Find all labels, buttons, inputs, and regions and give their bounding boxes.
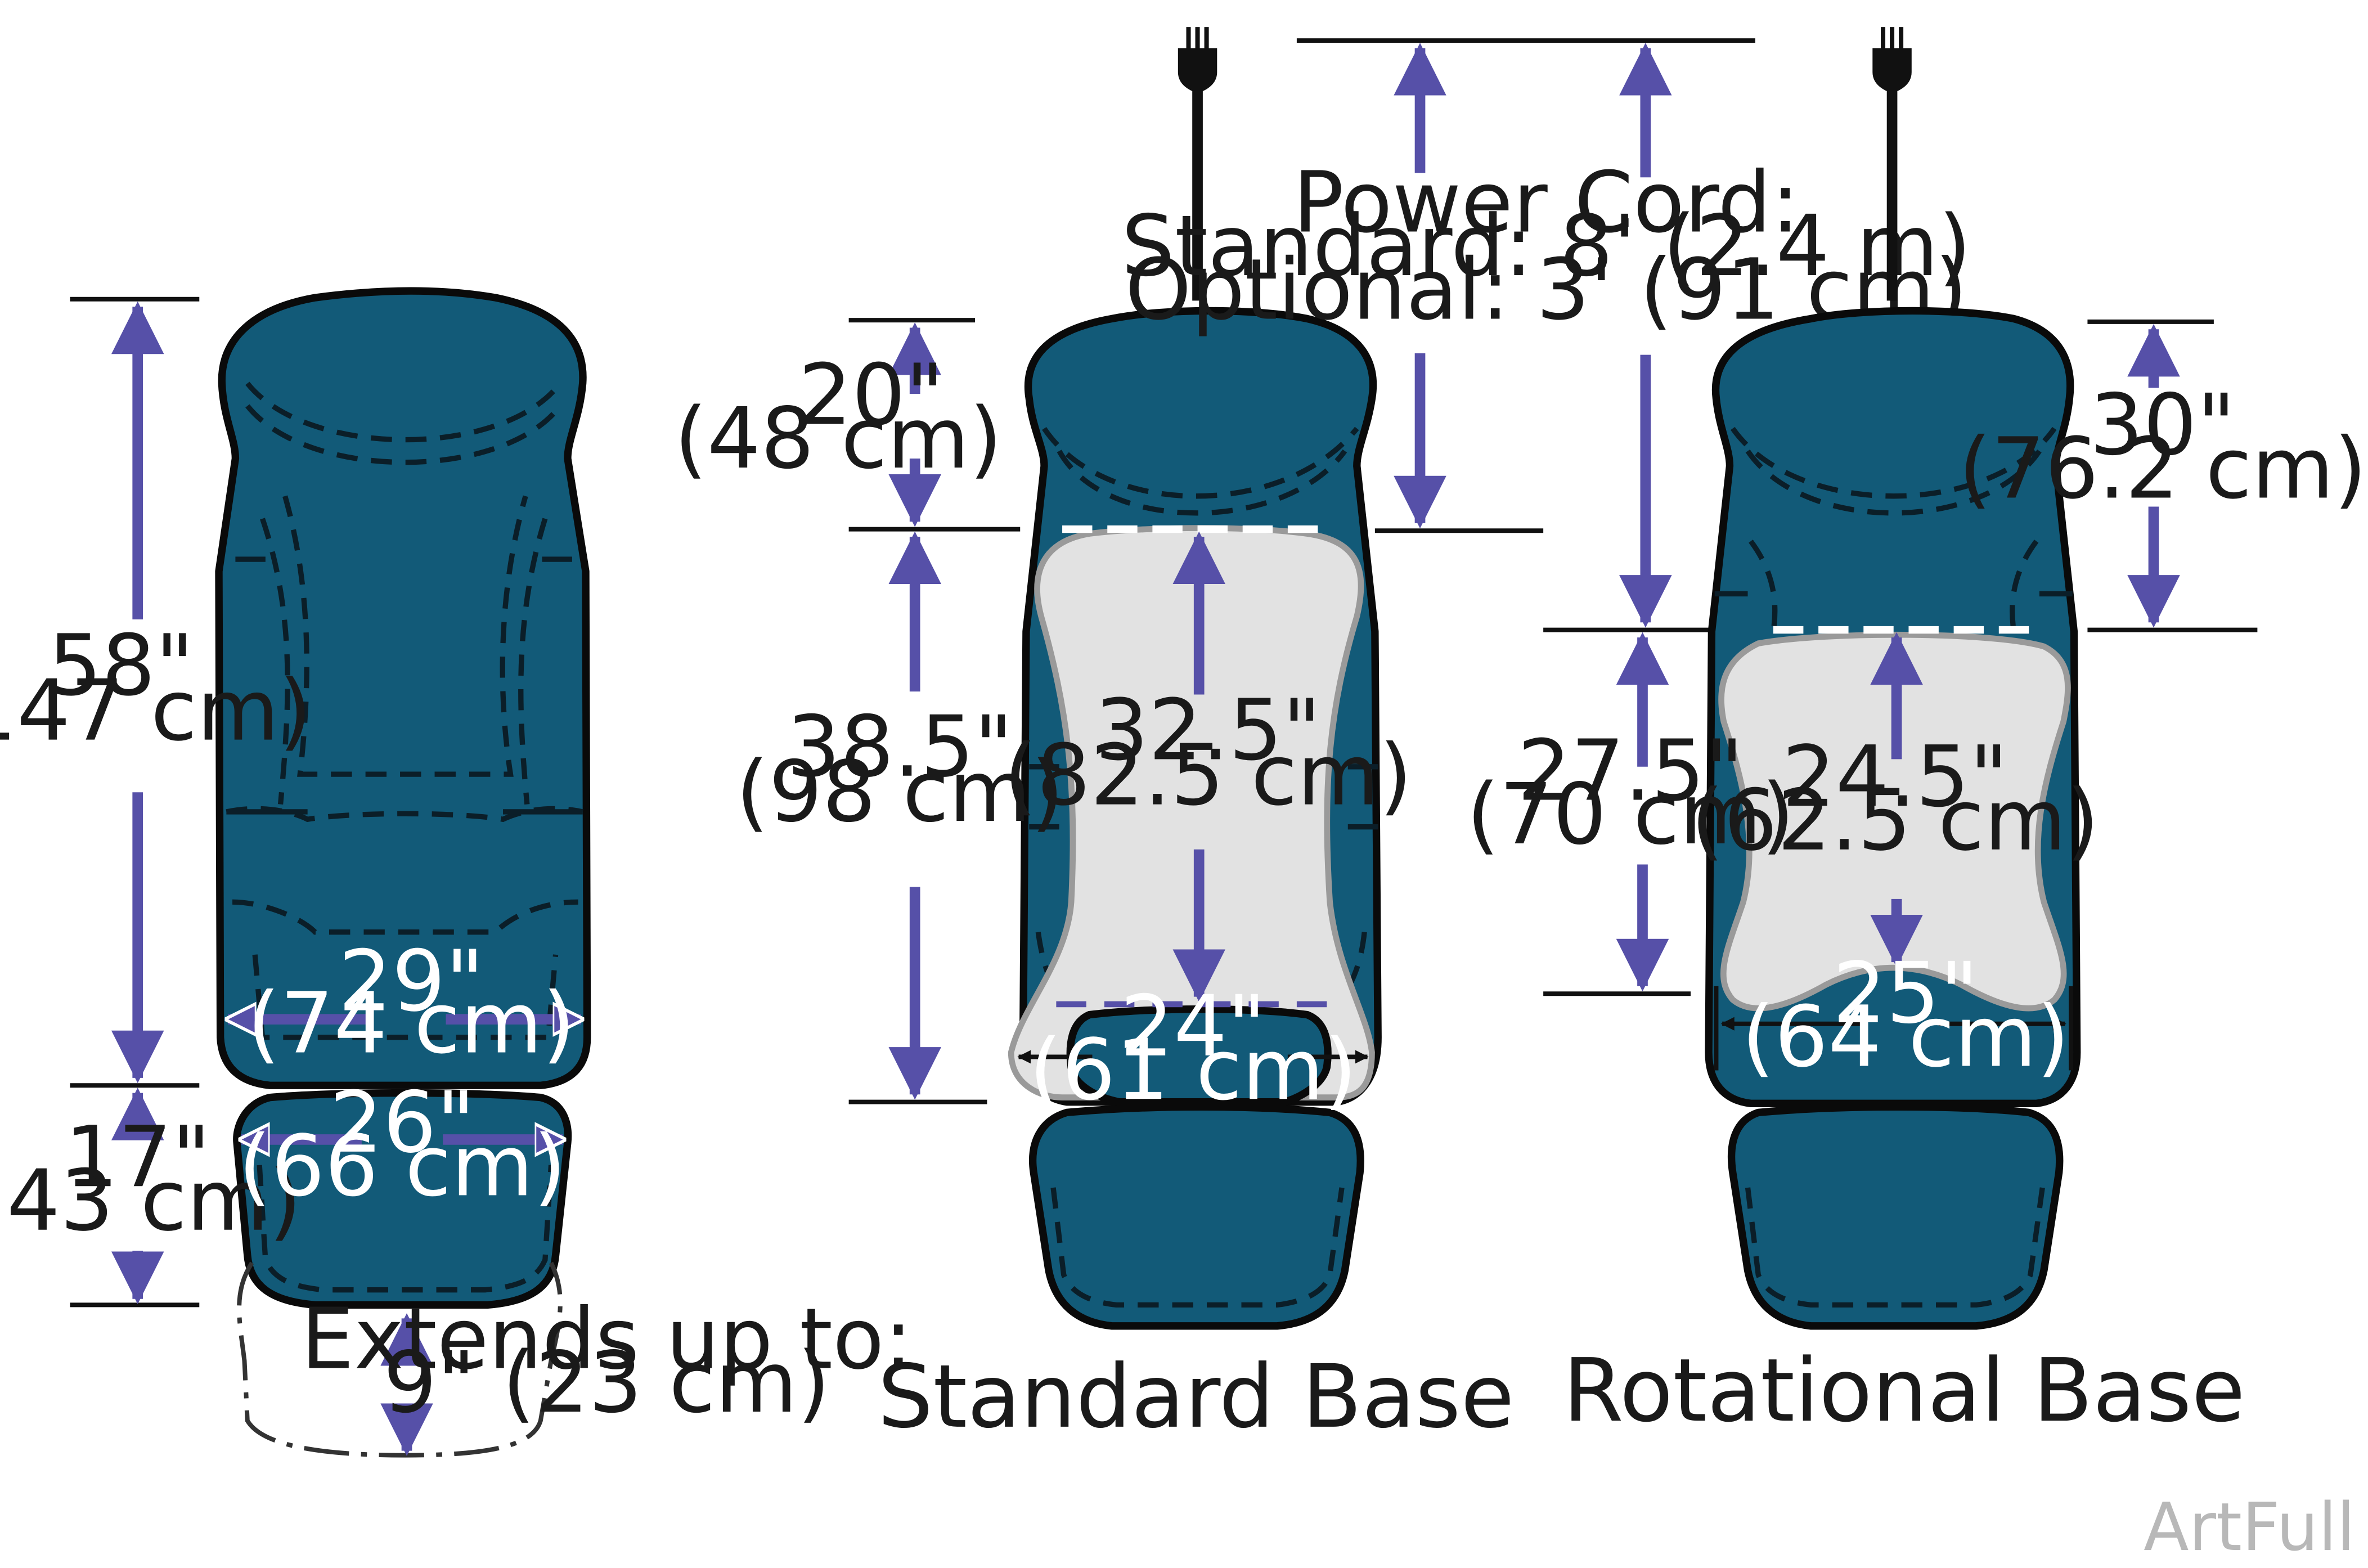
rotational-labels: 30" (76.2 cm) 27.5" (70 cm) 24.5" (62.5 … xyxy=(1467,376,2367,1441)
standard-seat-width-metric: (61 cm) xyxy=(1029,1021,1357,1119)
foot-width-value: 26" xyxy=(329,1074,475,1172)
rotational-foot-cushion xyxy=(1727,1103,2064,1330)
rotational-dimensions xyxy=(1616,319,2258,1071)
standard-head-height-metric: (48 cm) xyxy=(675,390,1003,488)
foot-width-metric: (66 cm) xyxy=(239,1117,567,1215)
rotational-lower-height-metric: (70 cm) xyxy=(1467,766,1795,864)
power-cord-standard: Standard: 8' (2.4 m) xyxy=(1121,197,1971,295)
back-width-metric: (74 cm) xyxy=(248,974,576,1072)
rotational-seat-width-metric: (64 cm) xyxy=(1742,989,2070,1086)
rotational-pad-height-value: 24.5" xyxy=(1782,728,2008,826)
rotational-base-caption: Rotational Base xyxy=(1563,1340,2245,1441)
foot-height-value: 17" xyxy=(65,1108,210,1206)
rotational-back-pad xyxy=(1718,631,2071,1012)
standard-pad-height-value: 32.5" xyxy=(1095,681,1321,779)
standard-chair xyxy=(1008,27,1382,1330)
total-height-value: 58" xyxy=(48,617,194,715)
standard-seat-section xyxy=(1066,1005,1332,1106)
total-height-metric: (147 cm) xyxy=(0,662,312,760)
standard-labels: 20" (48 cm) 38.5" (98 cm) 32.5" (82.5 cm… xyxy=(675,347,1515,1448)
rotational-head-height-metric: (76.2 cm) xyxy=(1958,420,2366,518)
standard-head-height-value: 20" xyxy=(798,347,944,444)
extension-value: 9" (23 cm) xyxy=(383,1334,830,1432)
standard-foot-cushion xyxy=(1028,1103,1364,1330)
left-labels: 58" (147 cm) 17" (43 cm) 29" (74 cm) 26"… xyxy=(0,617,913,1432)
rotational-lower-height-value: 27.5" xyxy=(1517,722,1744,820)
standard-power-plug-icon xyxy=(1178,27,1217,301)
standard-seat-width-value: 24" xyxy=(1120,978,1266,1076)
standard-lower-height-metric: (98 cm) xyxy=(736,743,1064,841)
left-dimensions xyxy=(70,296,581,1456)
foot-height-metric: (43 cm) xyxy=(0,1152,302,1250)
left-chair xyxy=(215,287,591,1458)
back-width-value: 29" xyxy=(338,933,484,1031)
rotational-head-height-value: 30" xyxy=(2090,376,2235,474)
power-cord-title: Power Cord: xyxy=(1293,154,1799,252)
standard-back-pad xyxy=(1008,525,1375,1100)
rotational-power-plug-icon xyxy=(1872,27,1912,301)
power-cord-dimensions xyxy=(1296,38,1755,996)
extension-label: Extends up to: xyxy=(301,1291,913,1389)
standard-base-caption: Standard Base xyxy=(878,1346,1515,1448)
watermark: ArtFull xyxy=(2144,1489,2355,1566)
rotational-pad-height-metric: (62.5 cm) xyxy=(1691,772,2099,870)
left-back-cushion xyxy=(215,287,591,1089)
standard-lower-height-value: 38.5" xyxy=(787,698,1013,796)
standard-pad-height-metric: (82.5 cm) xyxy=(1004,727,1412,825)
standard-dimensions xyxy=(848,318,1369,1104)
power-cord-labels: Power Cord: Standard: 8' (2.4 m) Optiona… xyxy=(1121,154,1971,339)
rotational-seat-width-value: 25" xyxy=(1832,945,1978,1043)
left-foot-cushion xyxy=(233,1089,572,1309)
